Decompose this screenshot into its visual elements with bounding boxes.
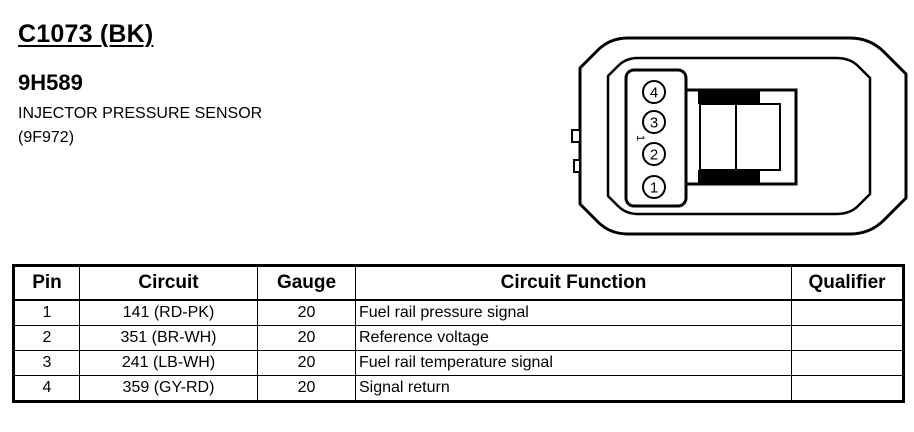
cell-gauge: 20 [257, 325, 356, 351]
cell-circuit-function: Fuel rail pressure signal [355, 299, 792, 326]
cell-pin: 2 [13, 325, 80, 351]
table-header-row: Pin Circuit Gauge Circuit Function Quali… [13, 265, 904, 301]
pin-1-circle [642, 175, 666, 199]
pin-3-circle [642, 110, 666, 134]
column-header-circuit: Circuit [79, 265, 258, 301]
column-header-gauge: Gauge [257, 265, 356, 301]
cell-circuit: 359 (GY-RD) [79, 375, 258, 402]
pin-1-label: 1 [650, 180, 658, 197]
cell-circuit: 141 (RD-PK) [79, 299, 258, 326]
cell-circuit-function: Signal return [355, 375, 792, 402]
cell-qualifier [791, 350, 904, 376]
table-row: 1 141 (RD-PK) 20 Fuel rail pressure sign… [13, 299, 904, 326]
cell-qualifier [791, 375, 904, 402]
cell-pin: 1 [13, 299, 80, 326]
cell-circuit-function: Fuel rail temperature signal [355, 350, 792, 376]
column-header-pin: Pin [13, 265, 80, 301]
key-slot-upper [571, 129, 581, 143]
pin-one-mark: 1 [634, 135, 646, 141]
cell-circuit-function: Reference voltage [355, 325, 792, 351]
pin-1: 1 [642, 175, 666, 199]
cell-qualifier [791, 325, 904, 351]
pin-2: 2 [642, 142, 666, 166]
cell-pin: 3 [13, 350, 80, 376]
cell-gauge: 20 [257, 350, 356, 376]
pin-2-circle [642, 142, 666, 166]
cell-gauge: 20 [257, 299, 356, 326]
column-header-circuit-function: Circuit Function [355, 265, 792, 301]
key-slot-lower [573, 159, 581, 173]
table-row: 4 359 (GY-RD) 20 Signal return [13, 375, 904, 402]
latch-bottom-tab [698, 170, 760, 184]
connector-shroud [606, 56, 872, 216]
latch-top-tab [698, 90, 760, 104]
connector-face-diagram: 1 4 3 2 1 [571, 36, 908, 236]
component-name: INJECTOR PRESSURE SENSOR [18, 105, 263, 122]
table-row: 2 351 (BR-WH) 20 Reference voltage [13, 325, 904, 351]
pinout-table: Pin Circuit Gauge Circuit Function Quali… [12, 264, 905, 403]
pin-4-label: 4 [650, 85, 658, 102]
column-header-qualifier: Qualifier [791, 265, 904, 301]
cell-qualifier [791, 299, 904, 326]
cell-circuit: 241 (LB-WH) [79, 350, 258, 376]
cell-pin: 4 [13, 375, 80, 402]
pin-4-circle [642, 80, 666, 104]
pin-3: 3 [642, 110, 666, 134]
pin-2-label: 2 [650, 147, 658, 164]
part-number: 9H589 [18, 70, 83, 95]
connector-id: C1073 (BK) [18, 20, 154, 48]
component-code: (9F972) [18, 129, 75, 146]
cell-circuit: 351 (BR-WH) [79, 325, 258, 351]
table-row: 3 241 (LB-WH) 20 Fuel rail temperature s… [13, 350, 904, 376]
pin-4: 4 [642, 80, 666, 104]
cell-gauge: 20 [257, 375, 356, 402]
latch-inner [699, 103, 781, 171]
pin-3-label: 3 [650, 115, 658, 132]
